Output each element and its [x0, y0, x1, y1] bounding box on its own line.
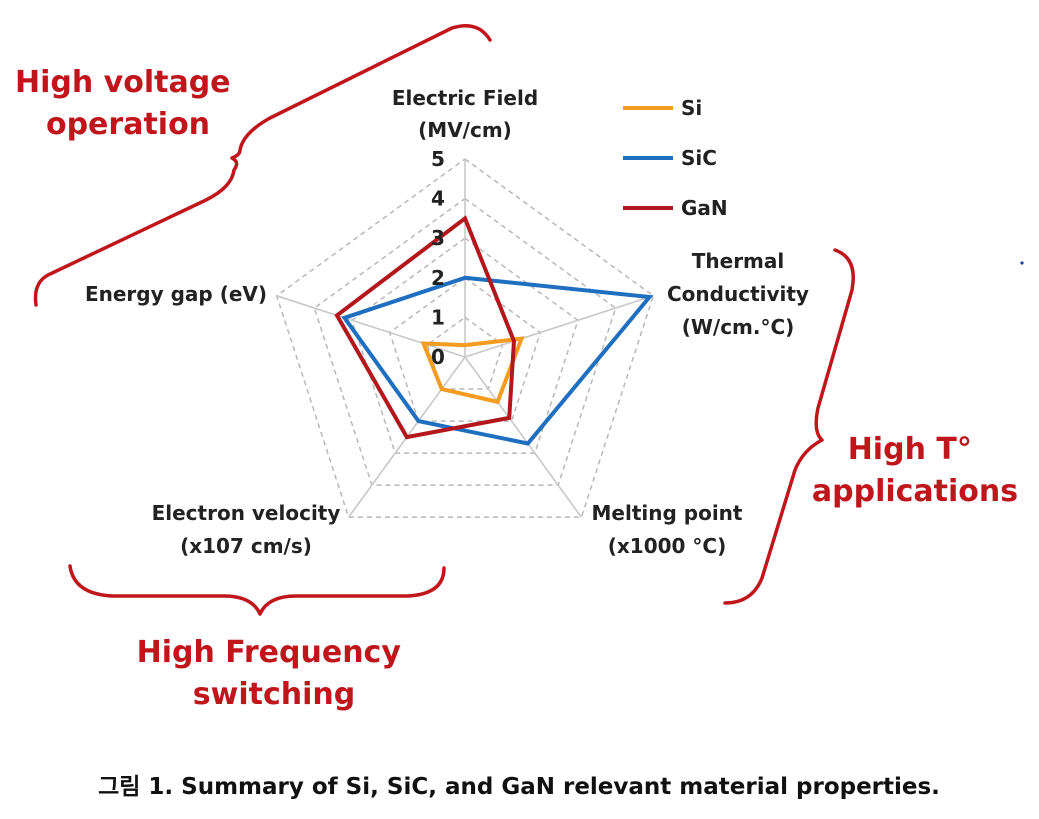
legend-label-sic: SiC [681, 146, 717, 170]
radial-tick-labels: 0 1 2 3 4 5 [431, 147, 445, 369]
axis-label-electric-field: Electric Field (MV/cm) [392, 86, 538, 142]
axis-label-melting-point-line-1: Melting point [592, 501, 743, 525]
stray-dot [1020, 261, 1024, 265]
axis-label-electron-velocity-line-2: (x107 cm/s) [180, 534, 312, 558]
axis-label-electric-field-line-2: (MV/cm) [418, 118, 512, 142]
tick-label-3: 3 [431, 226, 445, 250]
axis-label-thermal-conductivity-line-1: Thermal [692, 249, 785, 273]
radar-spokes [276, 159, 654, 518]
high-voltage-annotation: High voltage operation [15, 65, 241, 142]
grid-ring-5 [275, 158, 655, 518]
high-temperature-annotation: High T° applications [812, 432, 1018, 509]
spoke-energy-gap [276, 295, 466, 358]
axis-label-melting-point-line-2: (x1000 °C) [608, 534, 727, 558]
high-frequency-line-2: switching [193, 677, 355, 712]
annotation-braces [33, 24, 855, 616]
high-temperature-line-1: High T° [848, 432, 972, 467]
tick-label-5: 5 [431, 147, 445, 171]
high-voltage-brace [33, 24, 492, 307]
axis-label-energy-gap-line-1: Energy gap (eV) [85, 282, 267, 306]
high-temperature-brace [723, 248, 855, 605]
legend-label-si: Si [681, 96, 702, 120]
legend-label-gan: GaN [681, 196, 728, 220]
tick-label-1: 1 [431, 305, 445, 329]
high-voltage-line-1: High voltage [15, 65, 231, 100]
axis-label-energy-gap: Energy gap (eV) [85, 282, 267, 306]
high-frequency-line-1: High Frequency [137, 635, 402, 670]
axis-label-electric-field-line-1: Electric Field [392, 86, 538, 110]
high-temperature-line-2: applications [812, 474, 1018, 509]
high-frequency-annotation: High Frequency switching [137, 635, 412, 712]
axis-label-electron-velocity: Electron velocity (x107 cm/s) [152, 501, 341, 558]
spoke-thermal-conductivity [464, 295, 654, 358]
axis-label-thermal-conductivity-line-3: (W/cm.°C) [682, 315, 795, 339]
high-voltage-line-2: operation [46, 107, 210, 142]
grid-ring-2 [388, 276, 542, 422]
axis-label-thermal-conductivity-line-2: Conductivity [667, 282, 809, 306]
radar-series [334, 215, 654, 446]
series-sic [341, 275, 654, 446]
tick-label-4: 4 [431, 187, 445, 211]
figure-caption: 그림 1. Summary of Si, SiC, and GaN releva… [98, 774, 940, 800]
spoke-melting-point [464, 356, 583, 518]
high-frequency-brace [68, 564, 446, 616]
axis-label-melting-point: Melting point (x1000 °C) [592, 501, 743, 558]
axis-label-electron-velocity-line-1: Electron velocity [152, 501, 341, 525]
tick-label-2: 2 [431, 266, 445, 290]
tick-label-0: 0 [431, 345, 445, 369]
series-gan [334, 215, 516, 440]
